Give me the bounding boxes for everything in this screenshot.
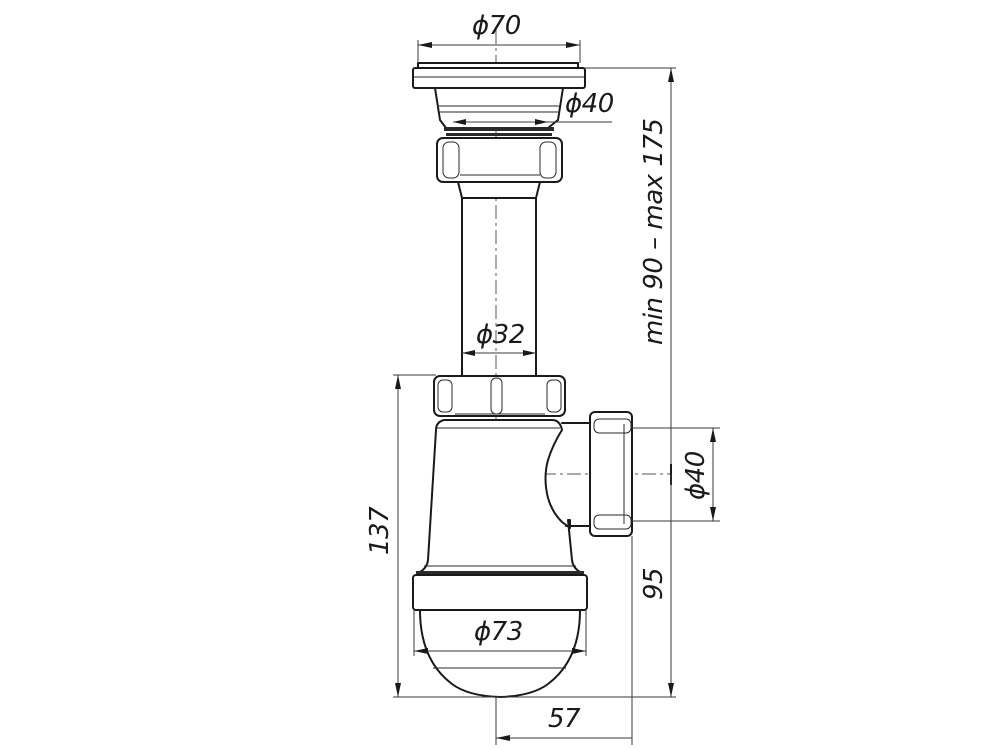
dim-label-phi73: ϕ73: [474, 617, 523, 647]
bottom-cup: [412, 574, 588, 698]
side-nut-body: [589, 411, 633, 537]
side-outlet-nut: [589, 411, 633, 537]
dimension-adjustable-height: min 90 – max 175: [585, 67, 676, 474]
dim-label-adjustable-height: min 90 – max 175: [639, 119, 669, 345]
strainer-flange: [412, 67, 586, 89]
dimension-phi73: ϕ73: [413, 610, 587, 656]
dimension-phi40-side: ϕ40: [632, 427, 720, 522]
dim-label-137: 137: [365, 506, 395, 555]
dimension-phi70: ϕ70: [417, 11, 581, 63]
bottle-shell: [419, 419, 581, 573]
dim-label-95: 95: [639, 568, 669, 600]
top-nut-taper: [457, 181, 541, 199]
top-strainer: [412, 62, 586, 136]
dim-label-phi32: ϕ32: [476, 320, 525, 350]
dimension-phi40-top: ϕ40: [453, 89, 614, 125]
bottle-body: [416, 419, 593, 575]
dimension-57: 57: [495, 536, 633, 745]
dimension-137: 137: [365, 374, 676, 698]
cup-ring: [412, 574, 588, 611]
dim-label-phi40-top: ϕ40: [565, 89, 614, 119]
dim-label-phi70: ϕ70: [472, 11, 521, 41]
dimension-95: 95: [639, 474, 674, 697]
thread-band: [444, 127, 554, 131]
dimension-phi32: ϕ32: [462, 320, 536, 356]
extension-pipe: [461, 197, 537, 376]
middle-nut-body: [433, 375, 566, 417]
middle-nut: [433, 375, 566, 417]
dim-label-phi40-side: ϕ40: [681, 451, 711, 500]
dim-label-57: 57: [548, 704, 581, 734]
top-nut: [436, 137, 563, 199]
